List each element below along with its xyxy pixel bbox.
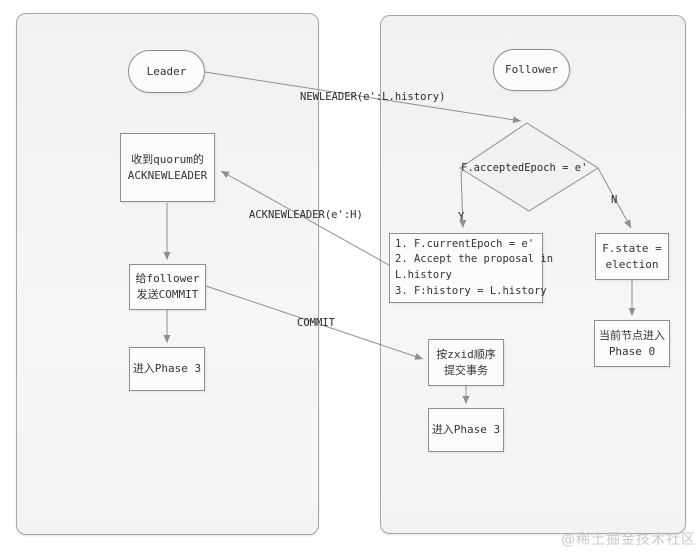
edge-no-line [597, 167, 632, 229]
node-accept-steps-line2: 2. Accept the proposal in [395, 253, 554, 266]
node-commit-by-zxid: 按zxid顺序 提交事务 [428, 339, 504, 386]
juejin-watermark: @稀土掘金技术社区 [561, 532, 696, 548]
node-accept-steps: 1. F.currentEpoch = e' 2. Accept the pro… [389, 233, 553, 303]
leader-start-label: Leader [146, 64, 187, 78]
edge-newleader-label: NEWLEADER(e':L.history) [300, 91, 446, 103]
node-accept-steps-line3: L.history [395, 269, 452, 281]
leader-start-oval: Leader [128, 50, 205, 93]
node-recv-quorum-acknewleader: 收到quorum的 ACKNEWLEADER [120, 133, 215, 202]
edge-newleader-line [204, 71, 522, 124]
node-enter-phase0: 当前节点进入 Phase 0 [594, 320, 670, 367]
edge-commit-label: COMMIT [297, 317, 335, 329]
edge-yes-line [459, 170, 467, 229]
node-accept-steps-line4: 3. F:history = L.history [395, 284, 547, 297]
edge-acknewleader-label: ACKNEWLEADER(e':H) [249, 209, 363, 221]
node-follower-enter-phase3-label: 进入Phase 3 [431, 423, 501, 437]
node-fstate-election-line1: F.state = [602, 241, 662, 255]
edge-commit-line [205, 285, 424, 360]
node-send-commit-line1: 给follower [135, 272, 200, 286]
accepted-epoch-decision-label: F.acceptedEpoch = e' [461, 162, 588, 174]
node-leader-enter-phase3: 进入Phase 3 [129, 347, 205, 391]
edge-no-label: N [611, 194, 618, 206]
node-follower-enter-phase3: 进入Phase 3 [428, 408, 504, 452]
node-leader-enter-phase3-label: 进入Phase 3 [132, 362, 202, 376]
node-send-commit: 给follower 发送COMMIT [129, 264, 206, 310]
node-enter-phase0-line1: 当前节点进入 [599, 328, 665, 342]
node-recv-quorum-line2: ACKNEWLEADER [127, 168, 208, 182]
node-recv-quorum-line1: 收到quorum的 [131, 152, 204, 166]
node-send-commit-line2: 发送COMMIT [136, 288, 199, 301]
node-enter-phase0-line2: Phase 0 [608, 344, 656, 358]
accepted-epoch-decision-diamond [459, 122, 599, 212]
edge-yes-label: Y [458, 211, 465, 223]
node-accept-steps-line1: 1. F.currentEpoch = e' [395, 237, 535, 250]
follower-start-label: Follower [505, 63, 558, 77]
node-commit-by-zxid-line2: 提交事务 [444, 363, 488, 377]
node-commit-by-zxid-line1: 按zxid顺序 [436, 347, 496, 361]
follower-start-oval: Follower [493, 49, 570, 91]
node-fstate-election-line2: election [605, 257, 659, 271]
node-fstate-election: F.state = election [595, 233, 669, 280]
edge-acknewleader-line [220, 170, 390, 266]
